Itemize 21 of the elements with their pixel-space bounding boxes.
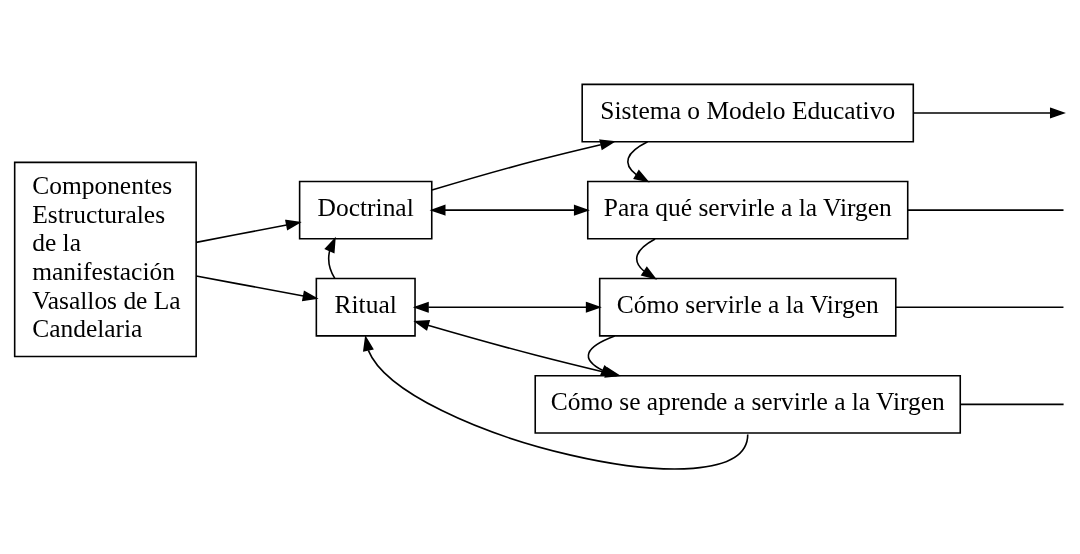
connector xyxy=(907,209,1065,211)
arrow xyxy=(587,335,617,377)
node-box: Cómo se aprende a servirle a la Virgen xyxy=(534,374,962,434)
node-box: Sistema o Modelo Educativo xyxy=(581,83,915,143)
arrow xyxy=(431,139,616,191)
arrow xyxy=(195,275,319,302)
connector xyxy=(959,403,1065,406)
arrow xyxy=(912,107,1066,119)
connector xyxy=(895,306,1065,309)
node-box: Ritual xyxy=(315,277,416,337)
arrow xyxy=(324,236,336,280)
arrow xyxy=(362,335,749,470)
node-box: Cómo servirle a la Virgen xyxy=(598,277,897,337)
node-box: Componentes Estructurales de la manifestación Vasallos de La Candelaria xyxy=(13,161,197,358)
arrow xyxy=(195,219,302,244)
arrow xyxy=(626,141,650,183)
arrow xyxy=(429,204,590,216)
arrow xyxy=(412,301,602,313)
node-box: Doctrinal xyxy=(298,180,433,240)
arrow xyxy=(635,238,658,280)
node-box: Para qué servirle a la Virgen xyxy=(586,180,909,240)
